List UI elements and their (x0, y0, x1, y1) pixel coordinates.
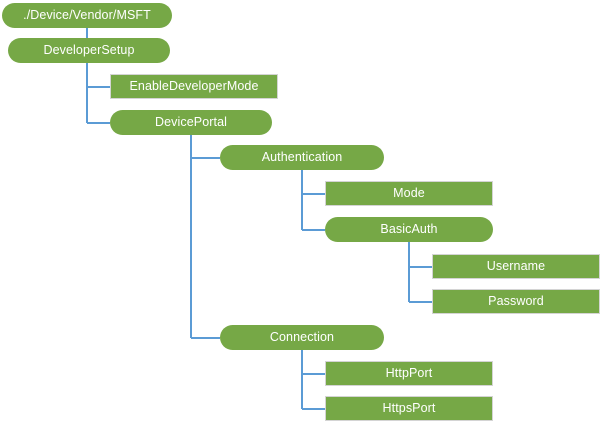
node-root[interactable]: ./Device/Vendor/MSFT (2, 3, 172, 28)
node-mode-label: Mode (393, 186, 425, 201)
node-username[interactable]: Username (432, 254, 600, 279)
node-connection-label: Connection (269, 330, 335, 345)
node-username-label: Username (486, 259, 546, 274)
node-enabledevelopermode-label: EnableDeveloperMode (129, 79, 259, 94)
node-root-label: ./Device/Vendor/MSFT (23, 8, 151, 23)
node-password[interactable]: Password (432, 289, 600, 314)
node-basicauth[interactable]: BasicAuth (325, 217, 493, 242)
node-deviceportal[interactable]: DevicePortal (110, 110, 272, 135)
node-httpsport[interactable]: HttpsPort (325, 396, 493, 421)
node-basicauth-label: BasicAuth (380, 222, 438, 237)
node-mode[interactable]: Mode (325, 181, 493, 206)
node-connection[interactable]: Connection (220, 325, 384, 350)
node-authentication[interactable]: Authentication (220, 145, 384, 170)
node-enabledevelopermode[interactable]: EnableDeveloperMode (110, 74, 278, 99)
node-password-label: Password (488, 294, 544, 309)
node-deviceportal-label: DevicePortal (154, 115, 228, 130)
node-httpport[interactable]: HttpPort (325, 361, 493, 386)
node-developersetup[interactable]: DeveloperSetup (8, 38, 170, 63)
node-httpsport-label: HttpsPort (382, 401, 436, 416)
node-developersetup-label: DeveloperSetup (43, 43, 135, 58)
node-authentication-label: Authentication (261, 150, 343, 165)
node-httpport-label: HttpPort (385, 366, 433, 381)
